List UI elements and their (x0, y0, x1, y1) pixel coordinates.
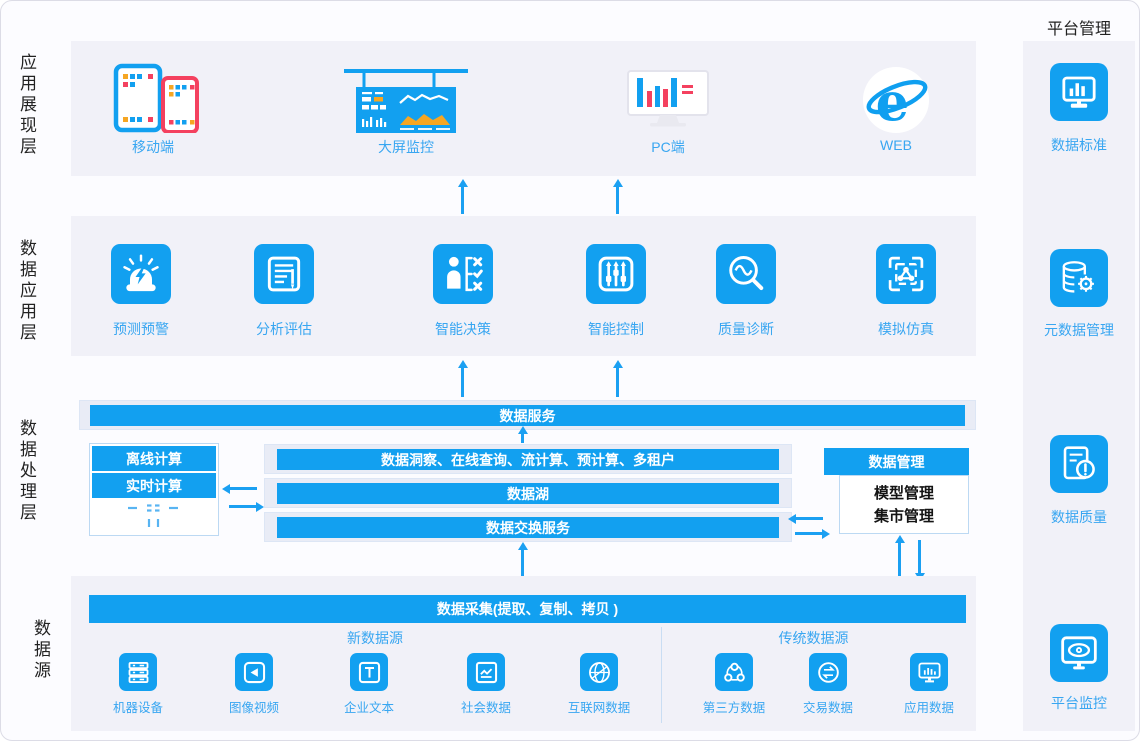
internet-globe-icon (580, 653, 618, 691)
data-collection-header: 数据采集(提取、复制、拷贝 ) (89, 595, 966, 623)
decision-checklist-icon (433, 244, 493, 304)
source-item-label: 图像视频 (228, 701, 279, 715)
application-layer-band (71, 216, 976, 356)
layer-label-source: 数据源 (31, 619, 50, 682)
pm-item-label: 元数据管理 (1044, 322, 1114, 338)
data-standard-icon (1050, 63, 1108, 121)
control-sliders-icon (586, 244, 646, 304)
arrow-right-icon (229, 501, 264, 512)
mart-management-label: 集市管理 (873, 508, 934, 525)
web-ie-icon: e (861, 65, 931, 140)
third-party-share-icon (715, 653, 753, 691)
diagnosis-magnifier-icon (716, 244, 776, 304)
source-group-divider (661, 627, 662, 723)
platform-management-title: 平台管理 (1046, 21, 1111, 38)
data-exchange-bar-wrap: 数据交换服务 (264, 512, 792, 542)
source-item-label: 企业文本 (343, 701, 394, 715)
pc-icon (626, 69, 710, 136)
new-sources-title: 新数据源 (347, 630, 403, 646)
simulation-maze-icon (876, 244, 936, 304)
arrow-up-icon (517, 426, 528, 443)
app-item-label: 质量诊断 (718, 321, 774, 337)
mobile-icon (113, 63, 201, 138)
arrow-up-icon (612, 179, 623, 214)
source-item-label: 社会数据 (460, 701, 511, 715)
source-item-label: 互联网数据 (567, 701, 631, 715)
traditional-sources-title: 传统数据源 (778, 630, 849, 646)
source-item-label: 第三方数据 (702, 701, 766, 715)
app-item-label: 预测预警 (113, 321, 169, 337)
display-item-label: 大屏监控 (378, 139, 434, 155)
pm-item-label: 平台监控 (1051, 695, 1107, 711)
offline-compute-bar: 离线计算 (92, 446, 216, 471)
display-item-label: PC端 (651, 139, 685, 155)
arrow-up-icon (457, 360, 468, 397)
data-management-header: 数据管理 (824, 448, 969, 475)
platform-monitor-eye-icon (1050, 624, 1108, 682)
analysis-document-icon (254, 244, 314, 304)
compute-box: 离线计算 实时计算 (89, 443, 219, 536)
display-layer-band (71, 41, 976, 176)
insight-bar: 数据洞察、在线查询、流计算、预计算、多租户 (277, 449, 779, 470)
metadata-database-icon (1050, 249, 1108, 307)
app-data-monitor-icon (910, 653, 948, 691)
arrow-up-icon (894, 535, 905, 576)
data-lake-bar: 数据湖 (277, 483, 779, 504)
display-item-label: WEB (880, 137, 912, 153)
transaction-exchange-icon (809, 653, 847, 691)
layer-label-application: 数据应用层 (17, 239, 36, 344)
insight-bar-wrap: 数据洞察、在线查询、流计算、预计算、多租户 (264, 444, 792, 474)
data-service-wrap: 数据服务 (79, 400, 976, 430)
source-item-label: 机器设备 (112, 701, 163, 715)
app-item-label: 模拟仿真 (878, 321, 934, 337)
management-body: 模型管理 集市管理 (839, 475, 969, 534)
app-item-label: 智能决策 (435, 321, 491, 337)
enterprise-text-icon (350, 653, 388, 691)
display-item-label: 移动端 (132, 139, 174, 155)
image-video-icon (235, 653, 273, 691)
arrow-up-icon (457, 179, 468, 214)
layer-label-processing: 数据处理层 (17, 419, 36, 524)
social-data-icon (467, 653, 505, 691)
model-management-label: 模型管理 (873, 485, 934, 502)
pipeline-glyph-icon (123, 501, 185, 536)
layer-label-display: 应用展现层 (17, 53, 36, 158)
machine-server-icon (119, 653, 157, 691)
alert-siren-icon (111, 244, 171, 304)
data-exchange-bar: 数据交换服务 (277, 517, 779, 538)
data-quality-icon (1050, 435, 1108, 493)
big-screen-icon (342, 67, 470, 140)
app-item-label: 分析评估 (256, 321, 312, 337)
arrow-up-icon (612, 360, 623, 397)
pm-item-label: 数据标准 (1051, 137, 1107, 153)
arrow-up-icon (517, 542, 528, 577)
arrow-right-icon (795, 528, 830, 539)
arrow-left-icon (788, 513, 823, 524)
source-item-label: 交易数据 (802, 701, 853, 715)
source-item-label: 应用数据 (903, 701, 954, 715)
pm-item-label: 数据质量 (1051, 509, 1107, 525)
realtime-compute-bar: 实时计算 (92, 473, 216, 498)
app-item-label: 智能控制 (588, 321, 644, 337)
data-lake-bar-wrap: 数据湖 (264, 478, 792, 508)
arrow-down-icon (914, 540, 925, 581)
arrow-left-icon (222, 483, 257, 494)
data-service-bar: 数据服务 (90, 405, 965, 426)
platform-management-band (1023, 41, 1135, 731)
